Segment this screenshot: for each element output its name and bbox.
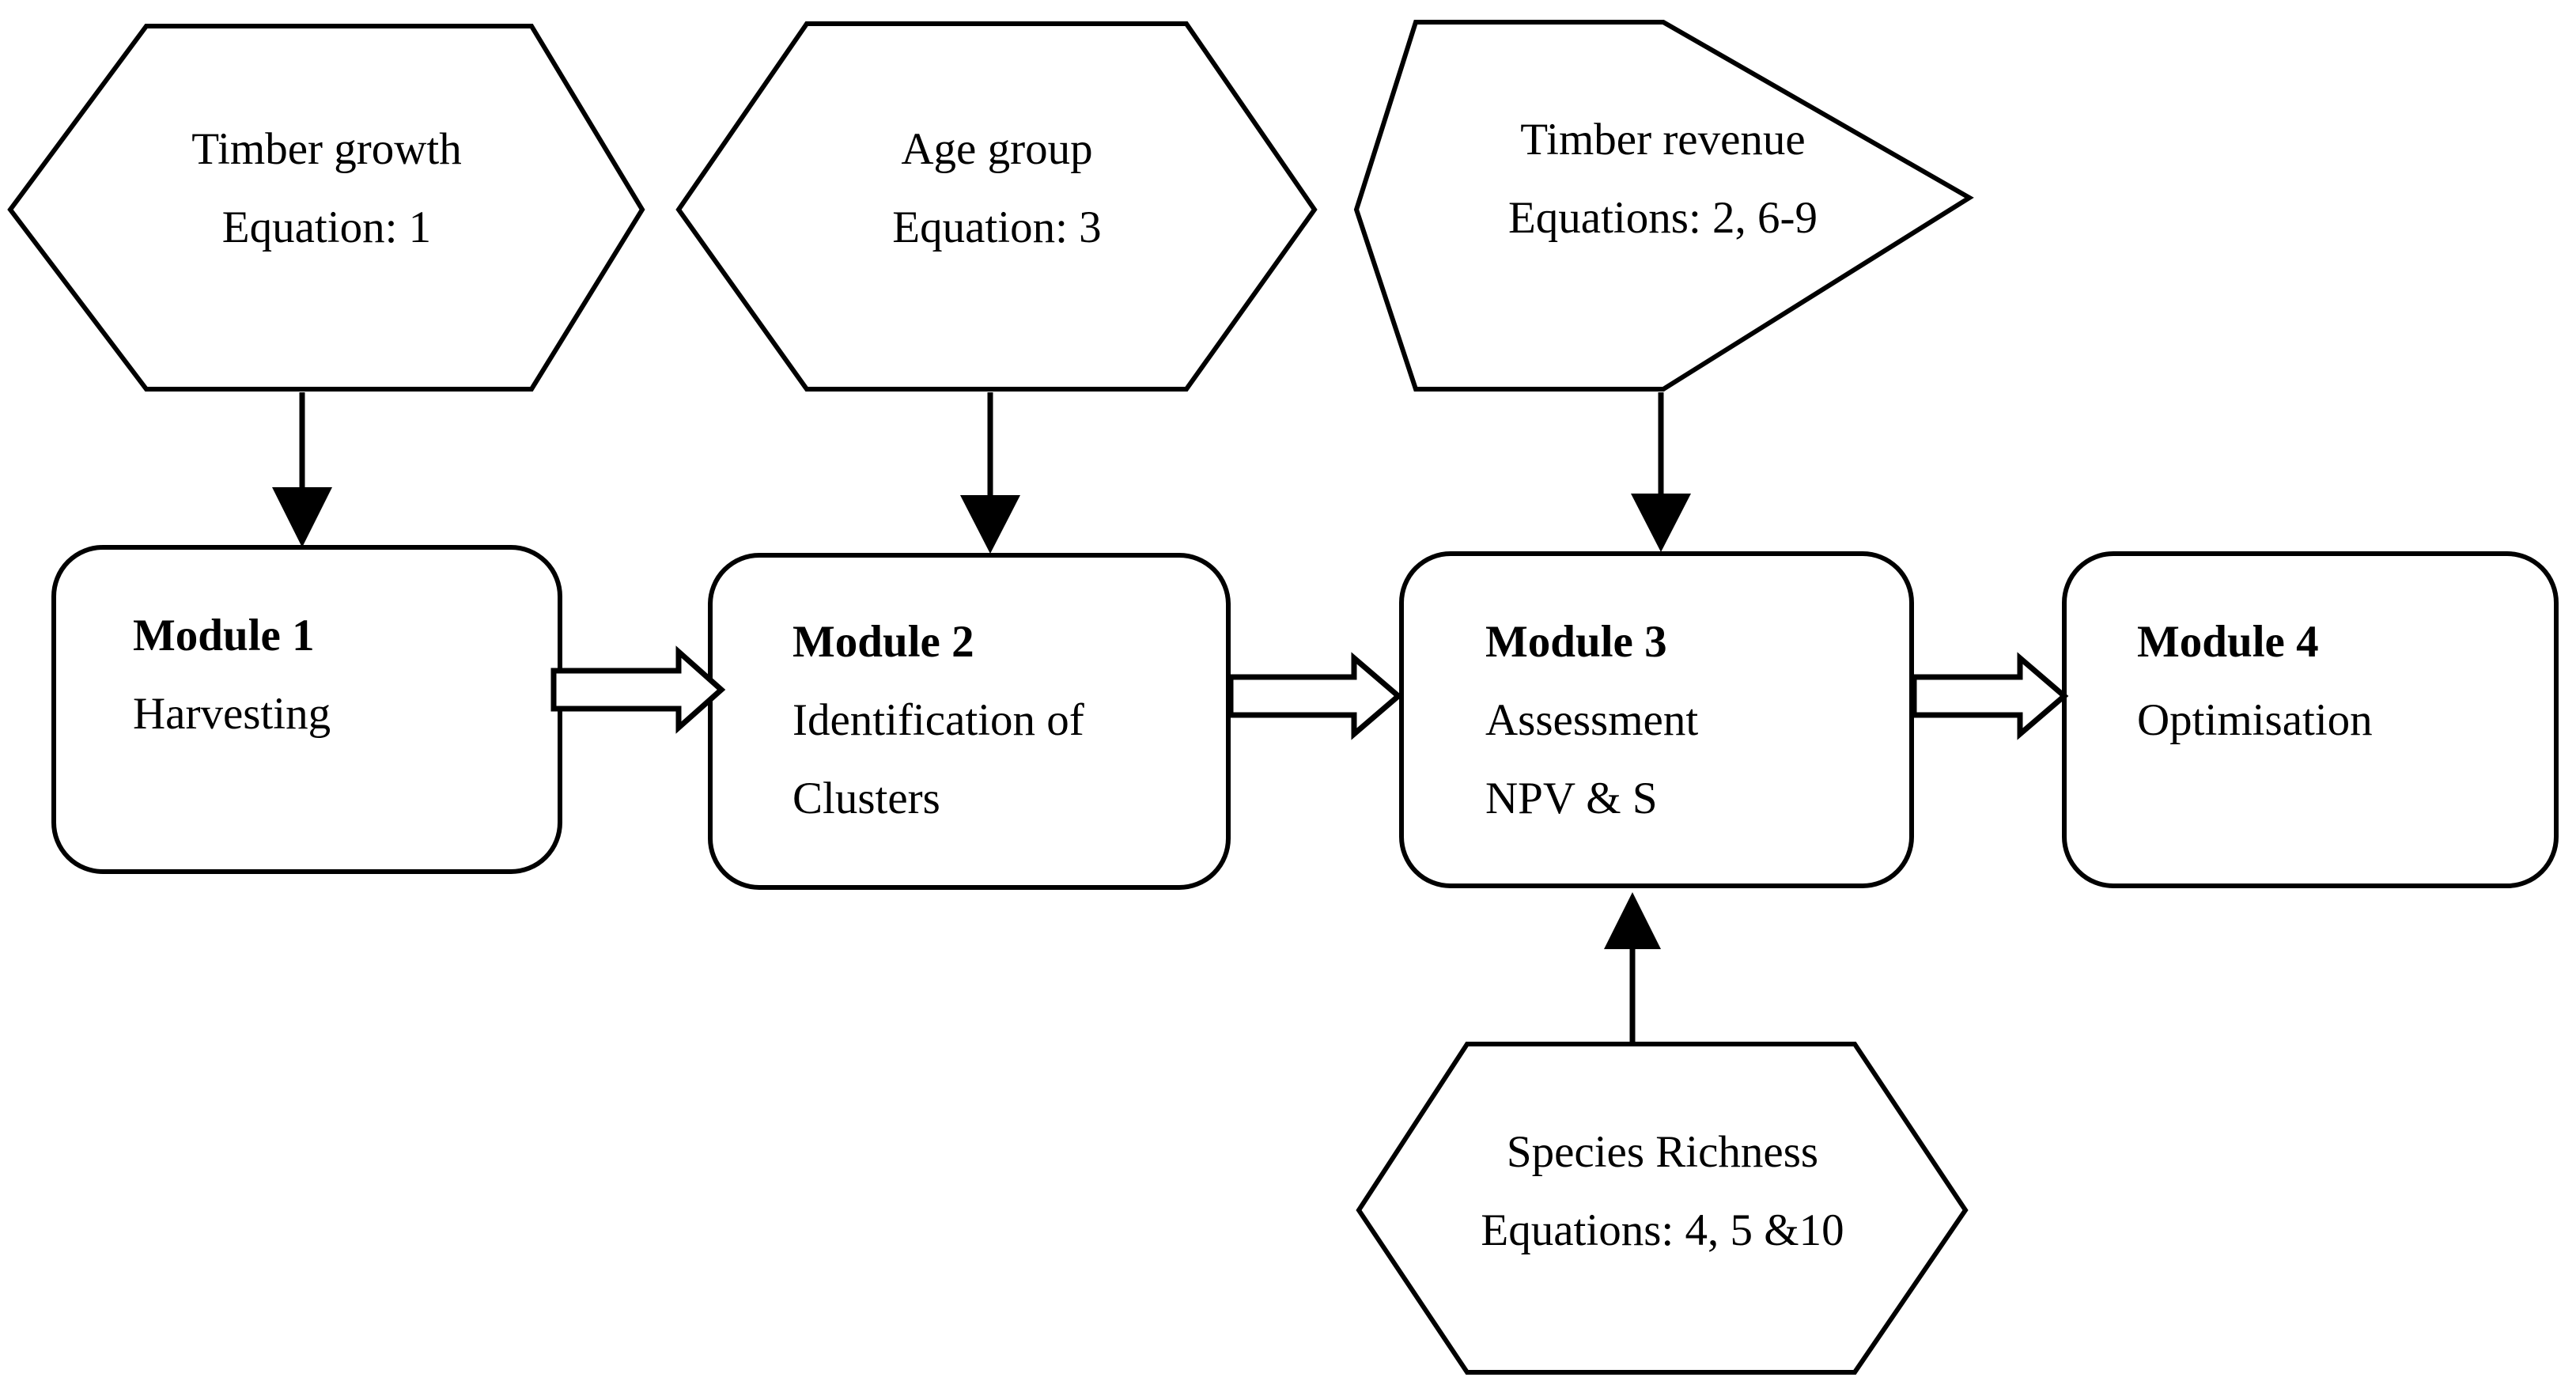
block-arrow-module-3-to-module-4 xyxy=(1911,652,2069,740)
label-age-group-line-2: Equation: 3 xyxy=(892,202,1102,252)
label-species-richness-line-1: Species Richness xyxy=(1506,1127,1819,1177)
label-species-richness-line-2: Equations: 4, 5 &10 xyxy=(1481,1205,1844,1255)
label-module-2-title: Module 2 xyxy=(792,617,974,667)
hexagon-timber-growth[interactable] xyxy=(7,24,645,392)
hexagon-species-richness[interactable] xyxy=(1356,1042,1969,1375)
label-module-2: Module 2 Identification of Clusters xyxy=(792,619,1235,821)
label-module-4: Module 4 Optimisation xyxy=(2137,619,2556,743)
label-age-group: Age group Equation: 3 xyxy=(679,127,1315,250)
label-species-richness: Species Richness Equations: 4, 5 &10 xyxy=(1359,1129,1966,1253)
label-module-3-title: Module 3 xyxy=(1485,617,1667,667)
hexagon-timber-revenue[interactable] xyxy=(1353,20,1974,392)
label-timber-growth-line-1: Timber growth xyxy=(191,124,462,174)
box-module-4[interactable] xyxy=(2062,551,2559,888)
label-timber-revenue-line-1: Timber revenue xyxy=(1520,115,1806,165)
arrow-timber-revenue-to-module-3 xyxy=(1631,392,1691,552)
block-arrow-module-1-to-module-2 xyxy=(550,645,726,734)
label-module-4-title: Module 4 xyxy=(2137,617,2319,667)
arrow-species-richness-to-module-3 xyxy=(1604,892,1661,1042)
label-module-1-title: Module 1 xyxy=(133,611,315,660)
arrow-timber-growth-to-module-1 xyxy=(272,392,332,547)
label-module-3-subtitle-a: Assessment xyxy=(1485,695,1699,745)
arrow-age-group-to-module-2 xyxy=(960,392,1020,554)
hexagon-age-group[interactable] xyxy=(675,21,1318,392)
label-timber-revenue-line-2: Equations: 2, 6-9 xyxy=(1507,193,1818,243)
label-module-4-subtitle: Optimisation xyxy=(2137,695,2373,745)
label-module-2-subtitle-a: Identification of xyxy=(792,695,1084,745)
label-module-1: Module 1 Harvesting xyxy=(133,613,560,736)
label-module-3: Module 3 Assessment NPV & S xyxy=(1485,619,1916,821)
label-timber-revenue: Timber revenue Equations: 2, 6-9 xyxy=(1356,117,1969,240)
label-timber-growth: Timber growth Equation: 1 xyxy=(10,127,643,250)
label-module-2-subtitle-b: Clusters xyxy=(792,774,940,823)
label-module-1-subtitle: Harvesting xyxy=(133,689,331,739)
block-arrow-module-2-to-module-3 xyxy=(1227,652,1403,740)
box-module-2[interactable] xyxy=(708,553,1231,890)
label-module-3-subtitle-b: NPV & S xyxy=(1485,774,1658,823)
box-module-3[interactable] xyxy=(1399,551,1914,888)
label-age-group-line-1: Age group xyxy=(901,124,1093,174)
label-timber-growth-line-2: Equation: 1 xyxy=(221,202,432,252)
